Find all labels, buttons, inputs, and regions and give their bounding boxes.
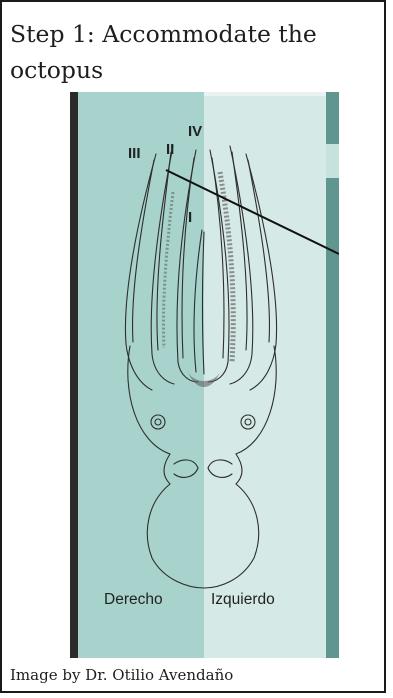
left-panel xyxy=(78,92,204,658)
octopus-diagram: III II IV I Derecho Izquierdo xyxy=(70,92,339,658)
strip-highlight xyxy=(326,144,339,178)
octopus-illustration: III II IV I Derecho Izquierdo xyxy=(70,92,339,658)
arm-label-iii: III xyxy=(128,145,141,162)
arm-label-iv: IV xyxy=(188,123,202,140)
arm-label-i: I xyxy=(188,209,192,226)
step-card: Step 1: Accommodate the octopus xyxy=(0,0,386,693)
left-side-label: Derecho xyxy=(104,591,163,608)
right-side-label: Izquierdo xyxy=(211,591,275,608)
step-title: Step 1: Accommodate the octopus xyxy=(10,16,380,88)
arm-label-ii: II xyxy=(166,141,174,158)
image-credit: Image by Dr. Otilio Avendaño xyxy=(10,665,233,685)
